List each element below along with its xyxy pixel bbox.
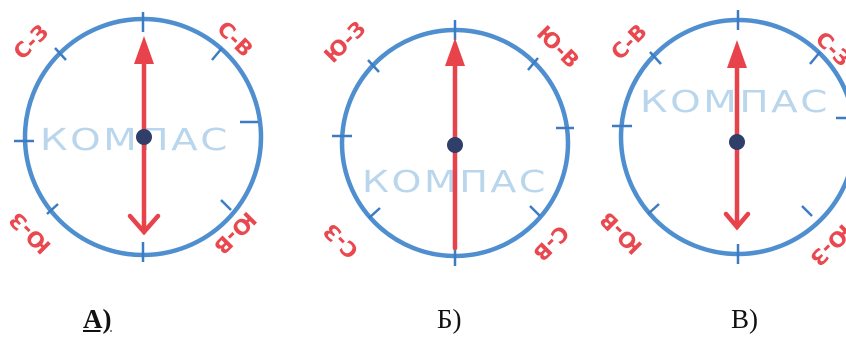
compass-a-pivot bbox=[136, 129, 152, 145]
compass-a-label-sw: Ю-З bbox=[4, 207, 55, 258]
compass-a: КОМПАС С-З С-В Ю-З Ю-В bbox=[4, 12, 261, 262]
compass-b-label-nw: Ю-З bbox=[319, 16, 370, 67]
caption-c: В) bbox=[731, 306, 758, 333]
compass-c: КОМПАС С-В С-З Ю-В Ю-З bbox=[595, 10, 846, 271]
compass-c-label-sw: Ю-В bbox=[595, 207, 647, 259]
compass-c-label-nw: С-В bbox=[606, 19, 651, 64]
compass-c-tick bbox=[648, 204, 659, 214]
compass-a-label-ne: С-В bbox=[212, 16, 257, 61]
compass-a-label-nw: С-З bbox=[9, 20, 54, 65]
compass-a-arrowhead bbox=[134, 36, 154, 64]
compass-a-word: КОМПАС bbox=[40, 123, 230, 158]
compass-b-pivot bbox=[447, 137, 463, 153]
compass-b-tick bbox=[530, 206, 540, 216]
compass-c-arrowhead bbox=[727, 40, 747, 68]
compass-b-tick bbox=[369, 208, 380, 218]
compass-a-label-se: Ю-В bbox=[209, 207, 261, 259]
compass-c-tick bbox=[810, 52, 820, 64]
compass-a-tick bbox=[212, 48, 222, 60]
compass-b-label-se: С-В bbox=[528, 220, 573, 265]
compass-b-arrowhead bbox=[445, 38, 465, 66]
caption-a: А) bbox=[83, 306, 112, 333]
compass-b-label-sw: С-З bbox=[319, 219, 364, 264]
caption-b: Б) bbox=[437, 306, 462, 333]
compass-c-tick bbox=[802, 206, 812, 216]
compass-b: КОМПАС Ю-З Ю-В С-З С-В bbox=[319, 16, 584, 266]
compass-a-tick bbox=[221, 200, 231, 210]
compass-c-pivot bbox=[729, 134, 745, 150]
